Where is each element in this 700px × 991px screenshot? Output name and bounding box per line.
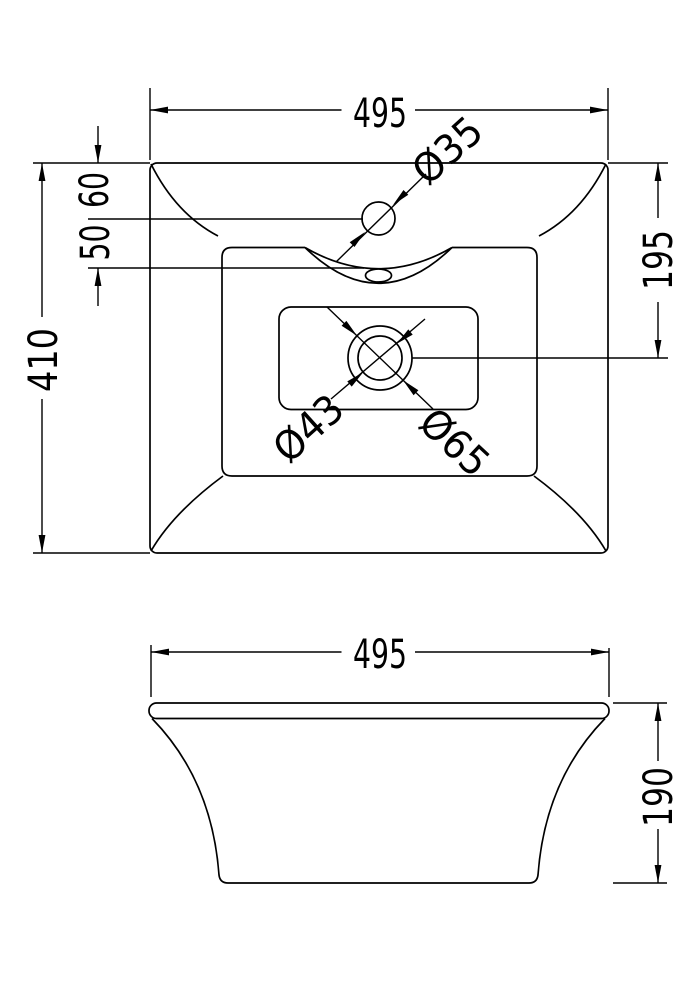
basin-body-profile [151,717,606,884]
dim-arrow-down [654,865,662,883]
dim-front-height-label: 190 [636,767,682,827]
leader-arrow [403,380,419,396]
dim-top-depth-label: 410 [21,328,67,392]
dim-top-width: 495 [149,88,609,160]
dim-drain-offset-label: 195 [636,230,682,290]
dim-front-width-label: 495 [353,632,407,678]
dim-top-width-label: 495 [353,91,407,137]
basin-bowl-outline [221,246,538,477]
dim-drain-offset: 195 [412,162,682,359]
bowl-corner-curve-top-left [150,163,219,237]
bowl-corner-curve-bottom-right [533,475,607,552]
dim-arrow-left [151,648,169,656]
dim-front-width: 495 [150,632,610,697]
front-view [148,702,610,884]
dim-top-depth: 410 [21,162,150,554]
bowl-lip-lower-curve [304,246,453,285]
dim-arrow-down [38,535,46,553]
dim-arrow-up [38,163,46,181]
bowl-corner-curve-bottom-left [150,475,224,552]
dim-arrow-up [654,163,662,181]
bowl-corner-curve-top-right [538,163,607,237]
leader-arrow [393,190,409,205]
dim-arrow-right [591,648,609,656]
dim-top-width-extension-lines [149,88,609,160]
top-view [149,162,609,554]
leader-arrow [396,329,413,344]
dim-top-depth-extension-lines [33,162,150,554]
leader-arrow [349,232,365,247]
dim-tap-and-overflow-offsets: 60 50 [72,126,364,306]
leader-arrow [347,372,364,387]
overflow-hole [364,268,393,283]
basin-rim-profile [148,702,610,720]
leader-arrow [341,320,357,336]
drain-hole-circle [357,335,403,381]
dim-tap-offset-label: 60 [72,172,118,208]
dim-front-height: 190 [613,702,682,884]
dim-overflow-offset-label: 50 [73,225,119,261]
dim-arrow-left [150,106,168,114]
dim-arrow-right [590,106,608,114]
tap-hole-leader-line [335,173,427,263]
dim-front-width-extension-lines [150,645,610,697]
dim-arrow-down [654,340,662,358]
dim-arrow-down [94,145,102,163]
dim-arrow-up [654,703,662,721]
